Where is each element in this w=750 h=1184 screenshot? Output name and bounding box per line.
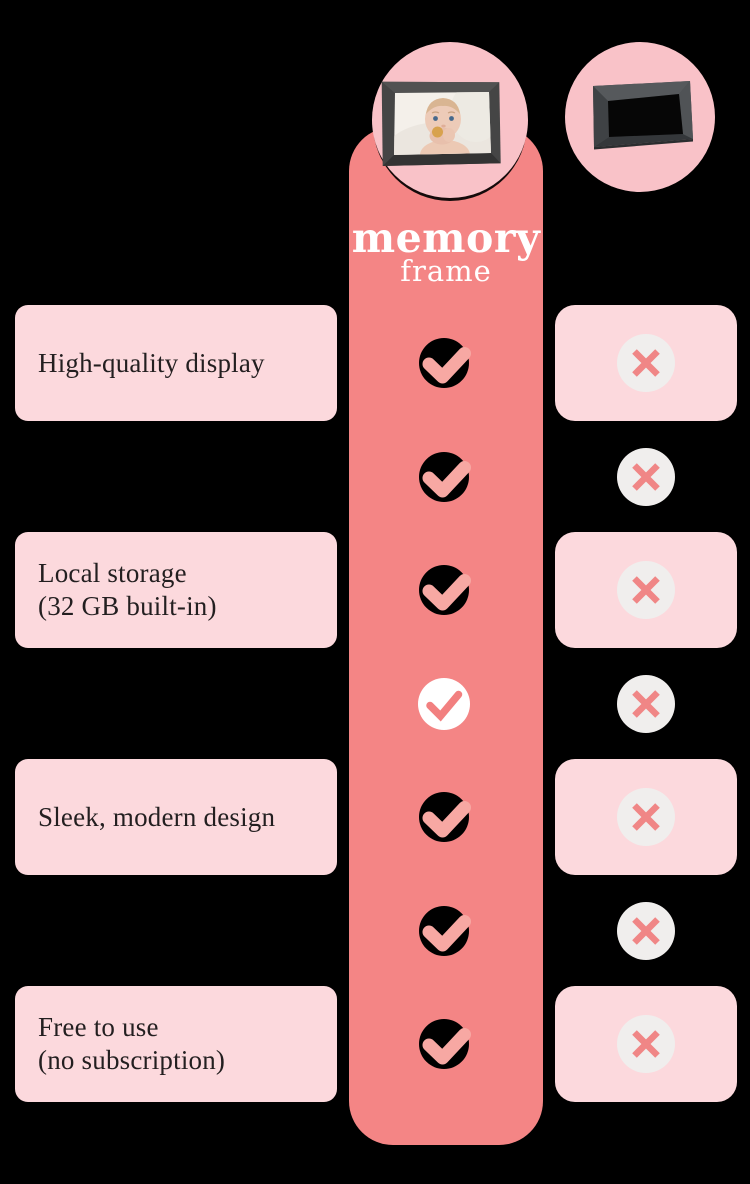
competitor-product-photo [565, 42, 715, 192]
cross-icon [617, 902, 675, 960]
cross-icon [617, 788, 675, 846]
brand-logo-primary: memory [351, 214, 541, 262]
feature-box: Local storage(32 GB built-in) [15, 532, 337, 648]
cross-icon [617, 334, 675, 392]
photo-frame-with-baby-icon [381, 81, 501, 166]
feature-box: Sleek, modern design [15, 759, 337, 875]
cross-icon [617, 561, 675, 619]
feature-label: Local storage(32 GB built-in) [38, 558, 217, 621]
check-icon [412, 331, 476, 395]
feature-label: Sleek, modern design [38, 801, 276, 832]
cross-icon [617, 1015, 675, 1073]
feature-box: Free to use(no subscription) [15, 986, 337, 1102]
cross-icon [617, 448, 675, 506]
check-icon [412, 785, 476, 849]
brand-column [349, 127, 543, 1145]
cross-icon [617, 675, 675, 733]
memory-frame-product-photo [372, 42, 528, 198]
check-icon [412, 558, 476, 622]
brand-logo-secondary: frame [400, 254, 492, 288]
feature-label: High-quality display [38, 347, 265, 378]
feature-label: Free to use(no subscription) [38, 1012, 226, 1075]
feature-box: High-quality display [15, 305, 337, 421]
check-icon [412, 1012, 476, 1076]
check-icon [412, 445, 476, 509]
black-photo-frame-icon [593, 81, 693, 150]
check-icon-highlighted [412, 672, 476, 736]
check-icon [412, 899, 476, 963]
